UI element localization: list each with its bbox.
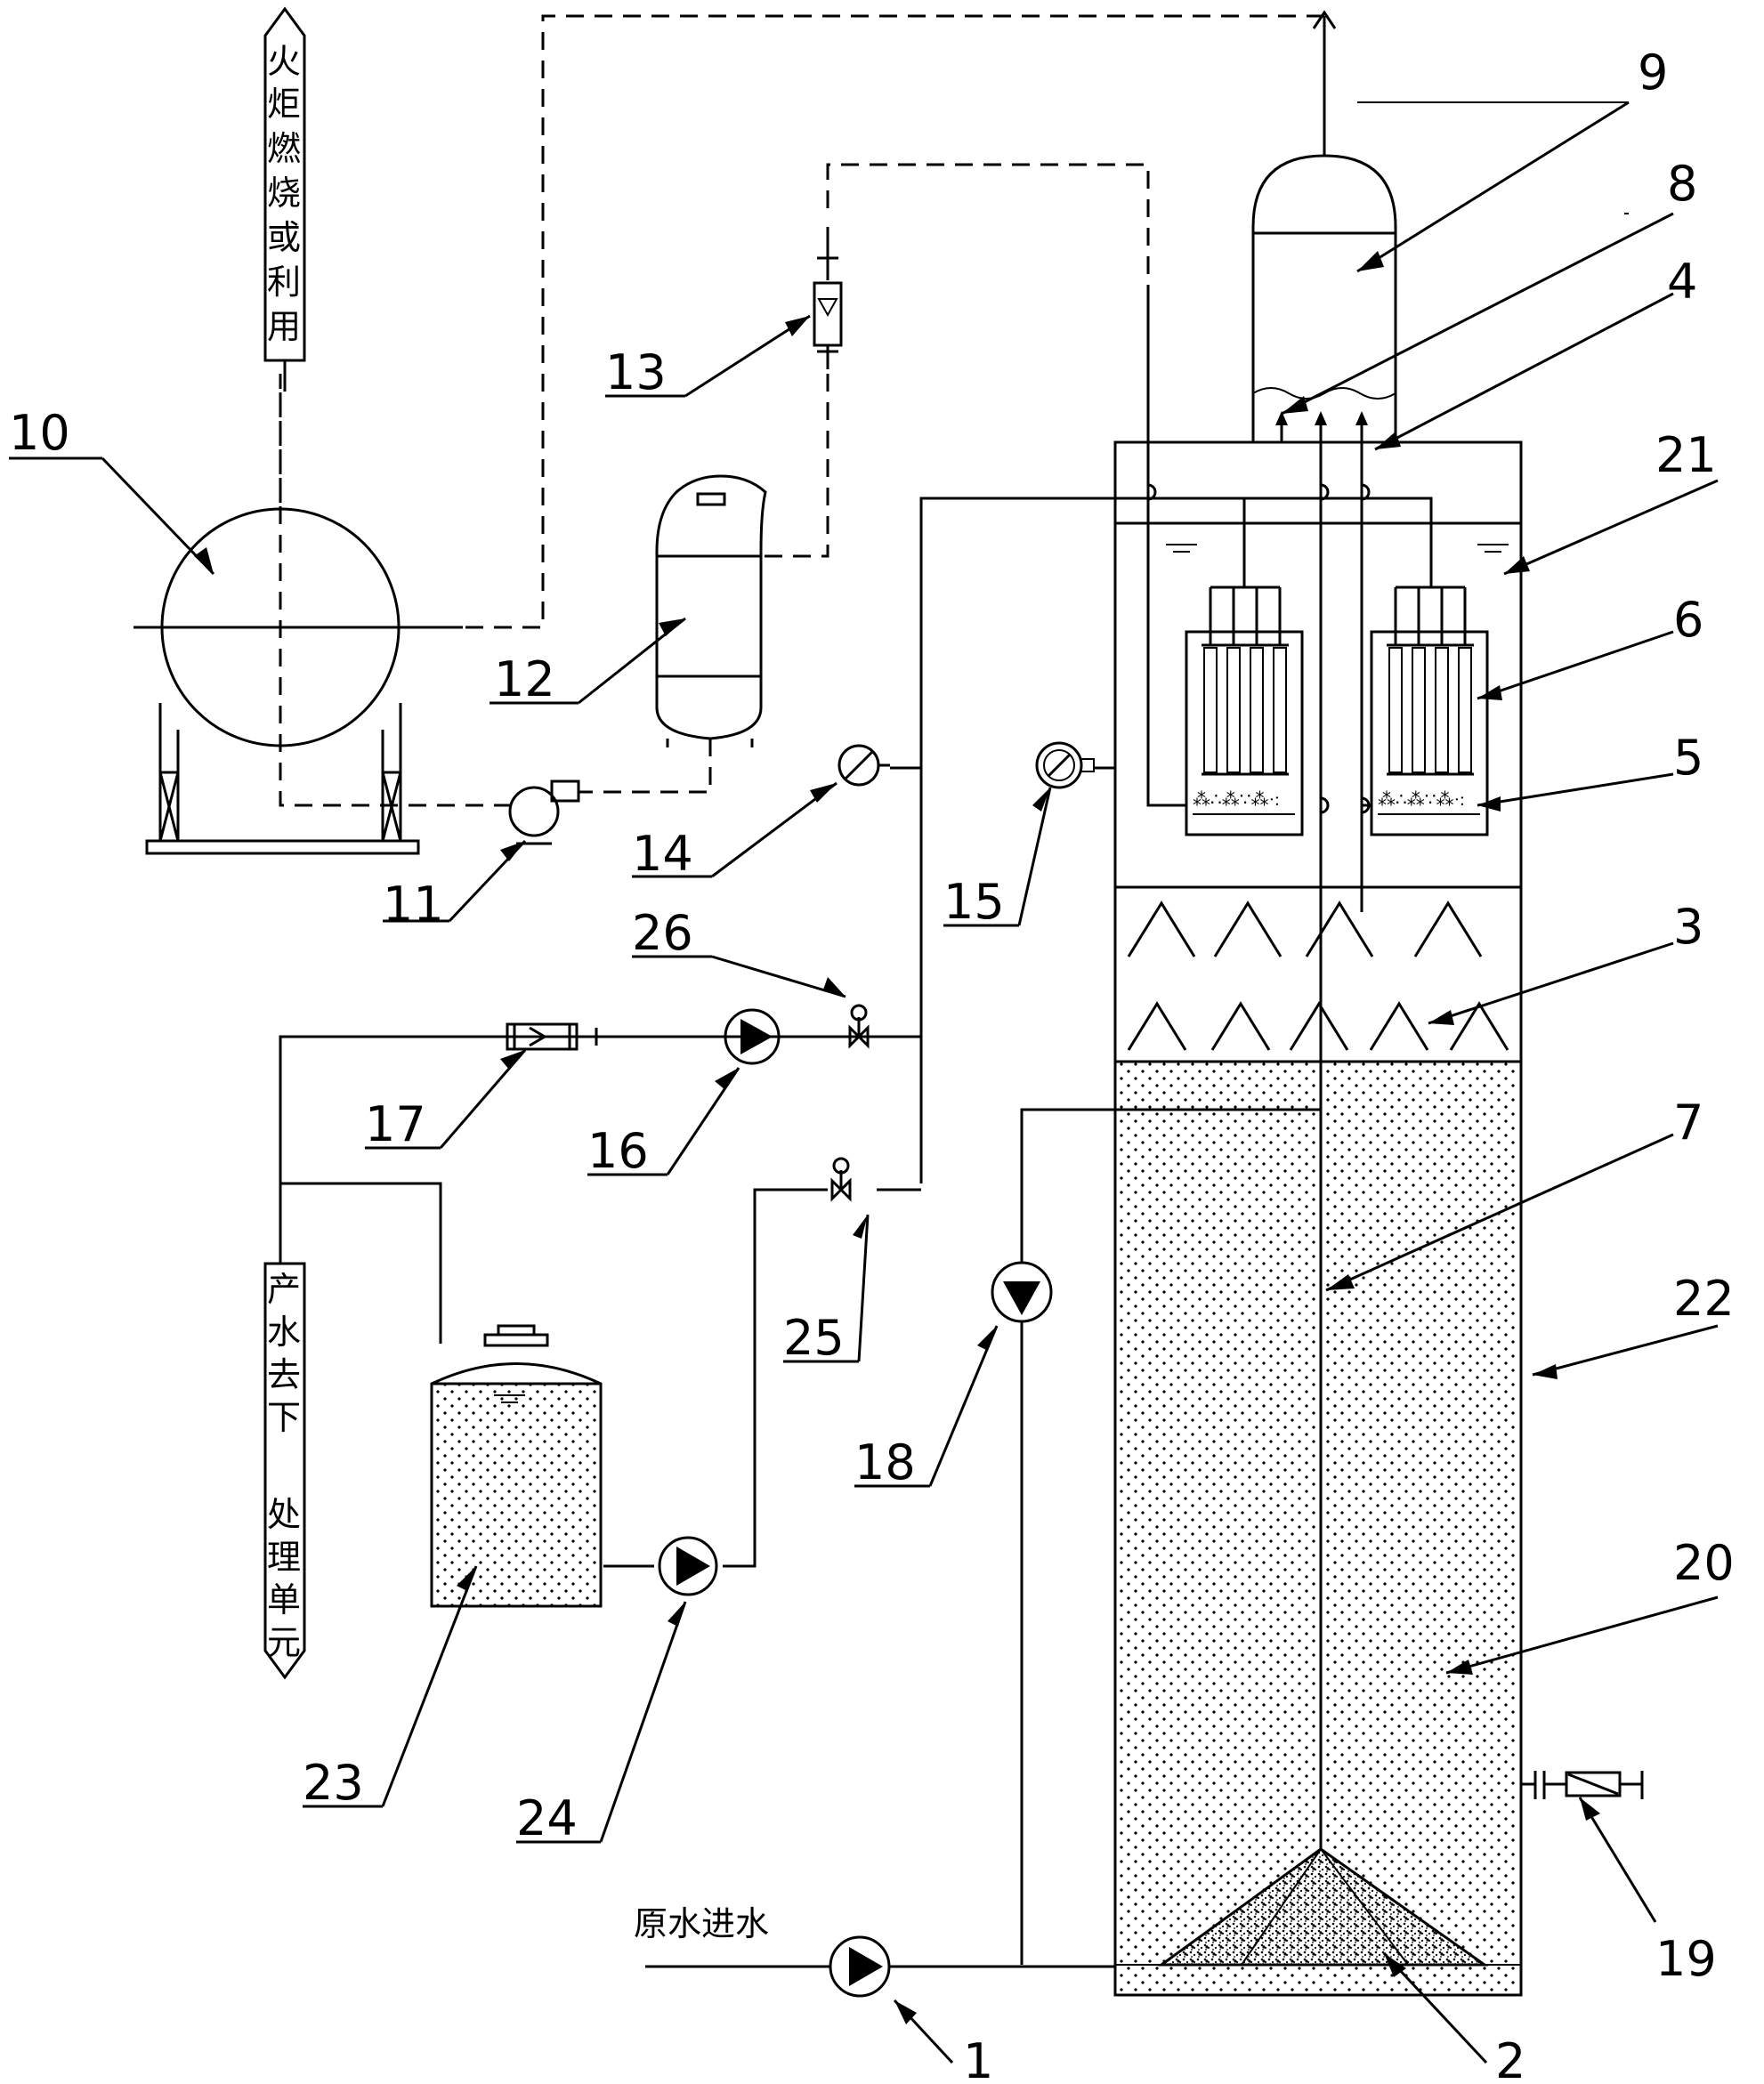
label-20: 20 bbox=[1673, 1535, 1735, 1591]
effluent-outlet-arrow: 产 水 去 下 处 理 单 元 bbox=[263, 1262, 306, 1680]
outlet-char-5: 理 bbox=[267, 1538, 301, 1577]
label-19: 19 bbox=[1655, 1931, 1717, 1987]
gas-collection-dome bbox=[1251, 10, 1397, 442]
label-24: 24 bbox=[516, 1790, 578, 1846]
three-phase-separator bbox=[1127, 901, 1509, 1051]
flare-outlet-arrow: 火 炬 燃 烧 或 利 用 bbox=[263, 6, 306, 392]
gas-blower bbox=[508, 779, 580, 845]
biogas-dashed-lines bbox=[279, 14, 1324, 807]
leader-arrowheads bbox=[194, 251, 1600, 2024]
check-valve bbox=[506, 1022, 598, 1051]
outlet-char-2: 去 bbox=[267, 1355, 301, 1394]
label-15: 15 bbox=[943, 874, 1005, 930]
flare-char-6: 用 bbox=[267, 307, 301, 346]
valve-26 bbox=[848, 1004, 870, 1049]
reaction-zone-sludge bbox=[1118, 1062, 1518, 1992]
pressure-gauge-15 bbox=[1035, 741, 1095, 789]
pressure-gauge-14 bbox=[837, 744, 890, 787]
membrane-module-left: ⁂∴⁂∵⁂·: bbox=[1185, 586, 1304, 836]
label-22: 22 bbox=[1673, 1271, 1735, 1327]
svg-text:⁂∴⁂∵⁂·:: ⁂∴⁂∵⁂·: bbox=[1378, 790, 1465, 810]
flare-char-2: 燃 bbox=[267, 129, 301, 168]
raw-water-inlet-label: 原水进水 bbox=[634, 1904, 769, 1943]
label-25: 25 bbox=[783, 1310, 845, 1366]
label-21: 21 bbox=[1655, 427, 1717, 483]
outlet-char-6: 单 bbox=[267, 1580, 301, 1620]
label-3: 3 bbox=[1673, 899, 1703, 955]
flare-char-0: 火 bbox=[267, 42, 301, 81]
label-10: 10 bbox=[9, 405, 70, 461]
outlet-char-4: 处 bbox=[267, 1495, 301, 1534]
flare-char-3: 烧 bbox=[267, 174, 301, 213]
recirculation-pump bbox=[991, 1108, 1321, 1965]
gas-buffer-tank bbox=[655, 474, 767, 747]
clean-water-tank bbox=[430, 1324, 603, 1608]
svg-text:⁂∴⁂∵⁂·:: ⁂∴⁂∵⁂·: bbox=[1193, 790, 1280, 810]
permeate-header-pipe bbox=[919, 497, 1433, 1183]
label-11: 11 bbox=[383, 876, 444, 933]
feed-pump bbox=[645, 1935, 1115, 1998]
label-2: 2 bbox=[1495, 2033, 1525, 2084]
reactor-tank bbox=[1113, 440, 1523, 1997]
label-5: 5 bbox=[1673, 730, 1703, 786]
label-16: 16 bbox=[587, 1123, 649, 1179]
gas-flowmeter bbox=[813, 227, 843, 369]
label-14: 14 bbox=[632, 826, 693, 882]
flare-char-4: 或 bbox=[267, 218, 301, 257]
membrane-module-right: ⁂∴⁂∵⁂·: bbox=[1370, 586, 1489, 836]
flare-char-5: 利 bbox=[267, 263, 301, 302]
label-4: 4 bbox=[1667, 254, 1697, 310]
aeration-gas-lines bbox=[1146, 303, 1372, 912]
flare-char-1: 炬 bbox=[267, 85, 301, 124]
label-12: 12 bbox=[494, 651, 555, 707]
label-8: 8 bbox=[1667, 156, 1697, 212]
water-distributor-cone bbox=[1157, 1847, 1489, 1967]
drain-valve bbox=[1521, 1771, 1644, 1799]
label-17: 17 bbox=[365, 1096, 426, 1152]
water-level-mark bbox=[1166, 544, 1509, 553]
outlet-char-0: 产 bbox=[267, 1270, 301, 1309]
label-1: 1 bbox=[963, 2033, 993, 2084]
backwash-pump bbox=[658, 1536, 718, 1596]
valve-25 bbox=[830, 1157, 852, 1202]
outlet-char-1: 水 bbox=[267, 1313, 301, 1352]
label-7: 7 bbox=[1673, 1095, 1703, 1151]
label-13: 13 bbox=[605, 344, 667, 400]
gas-holder-sphere bbox=[134, 507, 463, 855]
label-9: 9 bbox=[1638, 44, 1668, 101]
outlet-char-7: 元 bbox=[267, 1623, 301, 1662]
label-26: 26 bbox=[632, 905, 693, 961]
outlet-char-3: 下 bbox=[267, 1398, 301, 1437]
label-18: 18 bbox=[854, 1434, 916, 1490]
suction-pump bbox=[724, 1008, 781, 1065]
label-23: 23 bbox=[303, 1755, 364, 1811]
label-6: 6 bbox=[1673, 592, 1703, 648]
